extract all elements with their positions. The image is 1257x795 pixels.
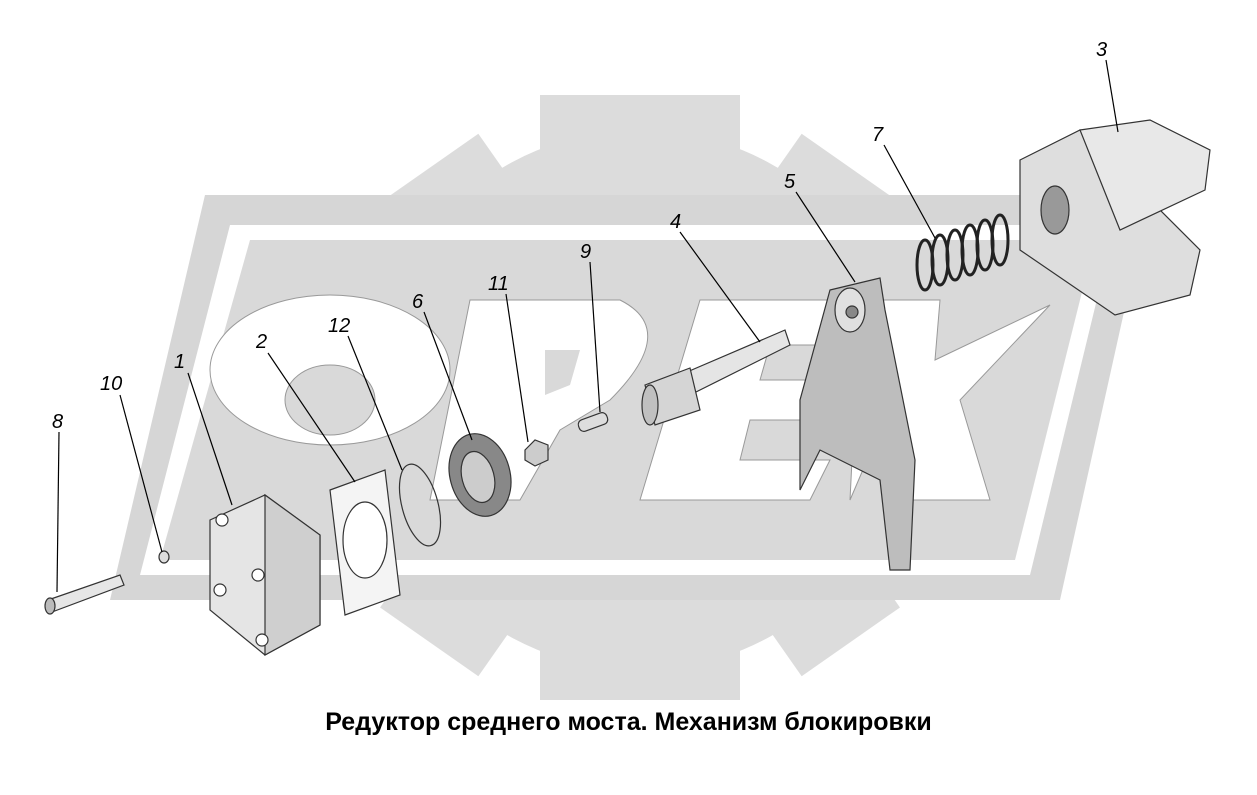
part-6-piston <box>448 433 512 517</box>
label-1: 1 <box>174 351 185 373</box>
part-1-cover <box>209 493 321 657</box>
part-labels: 8 10 1 2 12 6 11 9 4 5 7 3 <box>52 39 1107 433</box>
part-11-nut <box>524 439 549 467</box>
label-10: 10 <box>100 373 122 395</box>
part-5-fork <box>799 277 916 571</box>
label-8: 8 <box>52 411 63 433</box>
label-11: 11 <box>488 273 509 295</box>
part-10-ball <box>158 550 170 564</box>
label-6: 6 <box>412 291 424 313</box>
part-8-bolt <box>44 574 125 615</box>
part-9-pin <box>577 412 609 432</box>
label-12: 12 <box>328 315 350 337</box>
part-7-spring <box>915 213 1010 292</box>
label-3: 3 <box>1096 39 1107 61</box>
part-4-rod <box>641 329 791 426</box>
part-2-gasket <box>329 469 401 616</box>
leader-lines <box>56 59 1119 593</box>
diagram-caption: Редуктор среднего моста. Механизм блокир… <box>325 708 932 736</box>
label-5: 5 <box>784 171 796 193</box>
label-4: 4 <box>670 211 681 233</box>
part-12-o-ring <box>398 463 442 547</box>
label-7: 7 <box>872 124 884 146</box>
part-3-housing <box>1019 119 1211 316</box>
label-2: 2 <box>255 331 267 353</box>
label-9: 9 <box>580 241 591 263</box>
